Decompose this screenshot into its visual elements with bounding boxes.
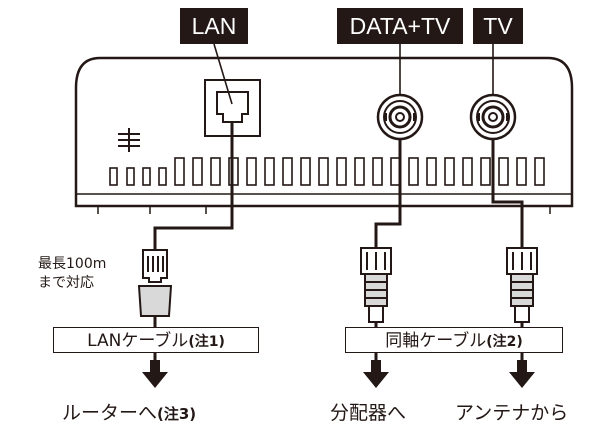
tv-port-label: TV xyxy=(473,8,523,44)
lan-cable-note: (注1) xyxy=(188,334,225,350)
router-destination-note: (注3) xyxy=(157,405,197,423)
port-leader-lines xyxy=(213,43,494,105)
device-body xyxy=(74,56,574,214)
ground-symbol-icon xyxy=(118,128,140,152)
lan-port-label: LAN xyxy=(180,8,248,44)
max-length-line1: 最長100m xyxy=(38,256,107,272)
coax-plug-splitter xyxy=(360,247,392,328)
cables xyxy=(153,122,524,252)
vent-slots xyxy=(109,157,545,186)
lan-cable-label: LANケーブル(注1) xyxy=(53,327,259,353)
max-length-line2: まで対応 xyxy=(38,275,94,291)
coax-cable-text: 同軸ケーブル xyxy=(385,331,487,351)
splitter-destination: 分配器へ xyxy=(330,402,407,424)
arrow-down-icon xyxy=(142,360,535,388)
router-destination-text: ルーターへ xyxy=(62,402,158,424)
coax-cable-note: (注2) xyxy=(486,334,523,350)
router-destination: ルーターへ(注3) xyxy=(62,402,196,425)
coax-plug-antenna xyxy=(506,247,538,328)
lan-cable-text: LANケーブル xyxy=(87,331,189,351)
lan-plug xyxy=(137,249,173,328)
max-length-note: 最長100m まで対応 xyxy=(38,255,106,293)
antenna-destination: アンテナから xyxy=(455,402,569,424)
coax-cable-label: 同軸ケーブル(注2) xyxy=(345,327,563,353)
data-tv-port-label: DATA+TV xyxy=(337,8,463,44)
data-tv-port xyxy=(376,93,424,141)
tv-port xyxy=(469,93,517,141)
